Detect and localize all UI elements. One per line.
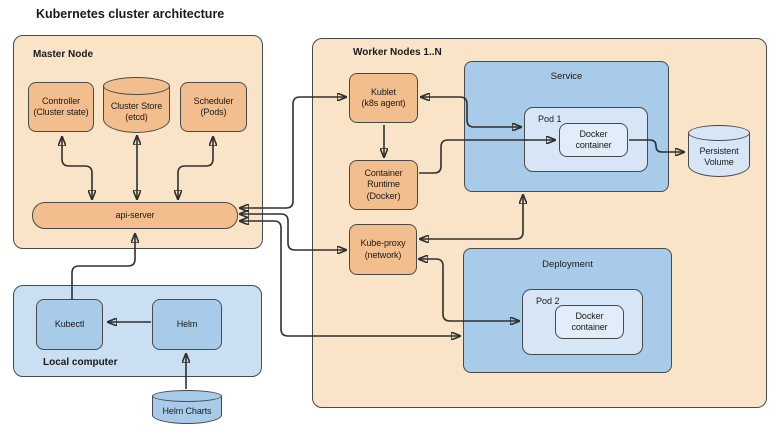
api-server-label: api-server: [115, 209, 155, 220]
helm-label: Helm: [176, 318, 198, 329]
controller-label: Controller (Cluster state): [33, 95, 89, 117]
cluster-store-cylinder: Cluster Store (etcd): [103, 77, 170, 133]
kube-proxy-label: Kube-proxy (network): [360, 238, 406, 260]
cylinder-top: [103, 77, 170, 95]
kublet-label: Kublet (k8s agent): [361, 86, 406, 108]
controller-node: Controller (Cluster state): [28, 82, 94, 132]
pod1-label: Pod 1: [538, 114, 562, 124]
cylinder-top: [688, 125, 750, 141]
api-server-node: api-server: [32, 202, 238, 229]
persistent-volume-cylinder: Persistent Volume: [688, 125, 750, 177]
helm-node: Helm: [152, 299, 222, 350]
helm-charts-cylinder: Helm Charts: [152, 390, 222, 424]
kubectl-node: Kubectl: [36, 299, 103, 350]
docker-container-1-label: Docker container: [575, 128, 612, 150]
kublet-node: Kublet (k8s agent): [349, 73, 418, 123]
deployment-label: Deployment: [542, 259, 593, 270]
service-label: Service: [550, 71, 583, 82]
container-runtime-label: Container Runtime (Docker): [364, 168, 403, 201]
cluster-store-label: Cluster Store (etcd): [110, 100, 163, 122]
master-node-label: Master Node: [33, 49, 94, 60]
scheduler-label: Scheduler (Pods): [193, 95, 234, 117]
helm-charts-label: Helm Charts: [162, 405, 212, 416]
cylinder-top: [152, 390, 222, 402]
kubectl-label: Kubectl: [54, 318, 85, 329]
docker-container-1: Docker container: [559, 123, 628, 157]
docker-container-2-label: Docker container: [571, 310, 608, 332]
worker-nodes-label: Worker Nodes 1..N: [353, 47, 442, 58]
scheduler-node: Scheduler (Pods): [180, 82, 247, 132]
kube-proxy-node: Kube-proxy (network): [349, 224, 417, 275]
persistent-volume-label: Persistent Volume: [699, 145, 739, 167]
local-computer-label: Local computer: [43, 357, 118, 368]
docker-container-2: Docker container: [555, 305, 624, 339]
diagram-title: Kubernetes cluster architecture: [36, 7, 225, 21]
container-runtime-node: Container Runtime (Docker): [349, 160, 418, 210]
pod2-label: Pod 2: [536, 296, 560, 306]
